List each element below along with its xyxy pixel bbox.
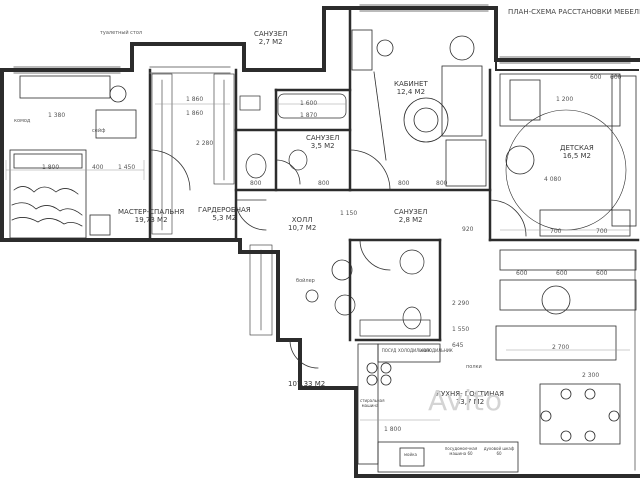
room-name: САНУЗЕЛ	[306, 134, 340, 142]
note-dw: посудомоечная машина 60	[444, 446, 478, 456]
dim: 2 700	[552, 344, 570, 351]
note-safe: сейф	[92, 128, 106, 134]
room-area: 2,7 М2	[258, 38, 283, 46]
room-name: САНУЗЕЛ	[254, 30, 288, 38]
dim: 2 300	[582, 372, 600, 379]
note-fridge1: ХОЛОДИЛЬНИК	[398, 348, 431, 353]
dim: 1 380	[48, 112, 66, 119]
note-table: туалетный стол	[100, 30, 143, 36]
note-shoes: полки	[466, 364, 482, 370]
room-name: ГАРДЕРОБНАЯ	[198, 206, 251, 214]
windows	[13, 4, 636, 471]
room-label-bath-top: САНУЗЕЛ 2,7 М2	[254, 30, 287, 46]
dim: 600	[556, 270, 568, 277]
dim: 600	[516, 270, 528, 277]
room-label-hall: ХОЛЛ 10,7 М2	[288, 216, 316, 232]
room-name: САНУЗЕЛ	[394, 208, 428, 216]
dim: 1 200	[556, 96, 574, 103]
hall-items	[305, 259, 353, 303]
dim: 2 280	[196, 140, 214, 147]
dim: 700	[596, 228, 608, 235]
dim: 600	[596, 270, 608, 277]
dim: 600	[610, 74, 622, 81]
room-area: 19,73 М2	[134, 216, 168, 224]
room-name: КУХНЯ- ГОСТИНАЯ	[436, 390, 505, 398]
room-area: 16,5 М2	[562, 152, 591, 160]
kitchen-units	[357, 343, 519, 473]
dim: 645	[452, 342, 464, 349]
room-label-kids: ДЕТСКАЯ 16,5 М2	[560, 144, 594, 160]
note-oven: ПОСУД	[381, 348, 397, 353]
dim: 800	[398, 180, 410, 187]
dim: 4 080	[544, 176, 562, 183]
dim: 700	[550, 228, 562, 235]
room-area: 2,8 М2	[398, 216, 423, 224]
dim: 800	[318, 180, 330, 187]
dim: 400	[92, 164, 104, 171]
dim: 1 800	[384, 426, 402, 433]
bath-fixtures	[239, 93, 431, 337]
note-boiler: бойлер	[296, 278, 315, 284]
office-furniture	[351, 29, 487, 187]
outer-walls	[0, 6, 640, 478]
room-area: 12,4 М2	[396, 88, 426, 96]
note-sink: мойка	[404, 452, 417, 457]
room-name: МАСТЕР-СПАЛЬНЯ	[118, 208, 185, 216]
plan-title: ПЛАН-СХЕМА РАССТАНОВКИ МЕБЕЛИ И О	[508, 8, 640, 16]
note-wm: стиральная машина	[360, 398, 385, 408]
dim: 800	[250, 180, 262, 187]
master-bed	[9, 149, 111, 239]
watermark: Avito	[428, 384, 503, 417]
room-area: 33,7 М2	[455, 398, 485, 406]
dresser	[19, 75, 137, 139]
inner-walls	[148, 6, 640, 342]
dim: 1 870	[300, 112, 318, 119]
dim: 2 290	[452, 300, 470, 307]
dim: 600	[590, 74, 602, 81]
living-room	[495, 249, 637, 445]
total-area: 107,33 М2	[288, 380, 326, 388]
room-name: ХОЛЛ	[291, 216, 313, 224]
dim: 920	[462, 226, 474, 233]
room-label-bath-low: САНУЗЕЛ 2,8 М2	[394, 208, 427, 224]
room-label-kitchen: КУХНЯ- ГОСТИНАЯ 33,7 М2	[436, 390, 504, 406]
note-oven2: духовой шкаф 60	[483, 446, 515, 456]
note-fridge2: ХОЛОДИЛЬНИК	[420, 348, 453, 353]
room-area: 10,7 М2	[288, 224, 317, 232]
room-area: 5,3 М2	[212, 214, 237, 222]
dimension-lines	[5, 103, 630, 421]
room-label-master: МАСТЕР-СПАЛЬНЯ 19,73 М2	[118, 208, 184, 224]
dim: 1 450	[118, 164, 136, 171]
wardrobe-rails	[151, 73, 273, 336]
room-label-office: КАБИНЕТ 12,4 М2	[394, 80, 428, 96]
dim: 1 860	[186, 110, 204, 117]
room-name: ДЕТСКАЯ	[560, 144, 594, 152]
kids-room	[499, 73, 637, 237]
dim: 1 150	[340, 210, 358, 217]
room-area: 3,5 М2	[310, 142, 335, 150]
room-label-bath-mid: САНУЗЕЛ 3,5 М2	[306, 134, 339, 150]
dim: 1 600	[300, 100, 318, 107]
note-dresser: комод	[14, 118, 31, 124]
dim: 1 860	[186, 96, 204, 103]
dim: 1 550	[452, 326, 470, 333]
room-name: КАБИНЕТ	[394, 80, 428, 88]
room-label-wardrobe: ГАРДЕРОБНАЯ 5,3 М2	[198, 206, 251, 222]
doors	[149, 149, 527, 369]
dim: 800	[436, 180, 448, 187]
dim: 1 800	[42, 164, 60, 171]
